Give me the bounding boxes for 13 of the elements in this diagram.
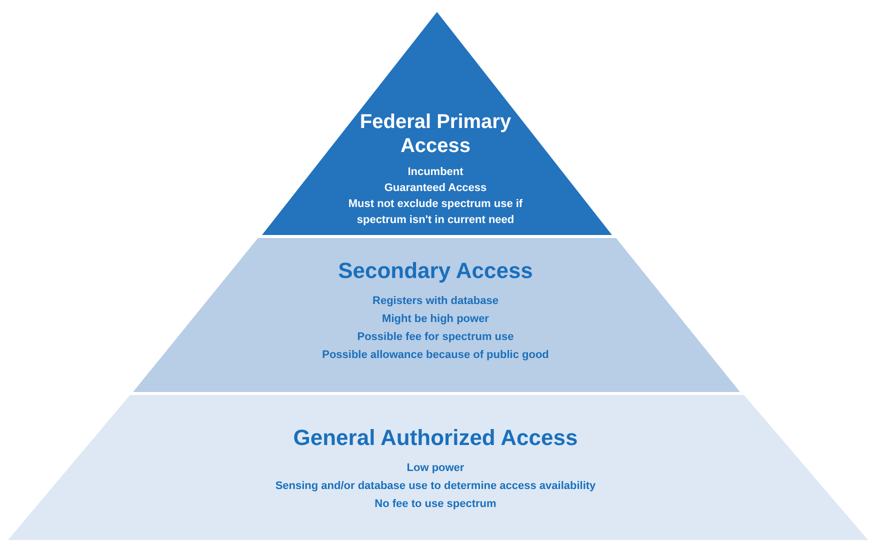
tier-description: Must not exclude spectrum use if spectrum isn't in current need (347, 197, 524, 228)
tier-description: Sensing and/or database use to determine access availability (275, 479, 596, 494)
tier-description: Registers with database (372, 294, 498, 309)
tier-description: Low power (406, 461, 464, 476)
tier-description: Might be high power (382, 312, 489, 327)
tier-description: No fee to use spectrum (374, 497, 496, 512)
tier-description: Possible allowance because of public good (322, 348, 549, 363)
tier-heading: General Authorized Access (293, 424, 578, 452)
tier-heading: Secondary Access (338, 257, 533, 285)
tier-description: Possible fee for spectrum use (357, 330, 514, 345)
tier-description: Incumbent (408, 165, 464, 180)
tier-description: Guaranteed Access (384, 181, 487, 196)
tier-heading: Federal Primary Access (358, 110, 512, 158)
